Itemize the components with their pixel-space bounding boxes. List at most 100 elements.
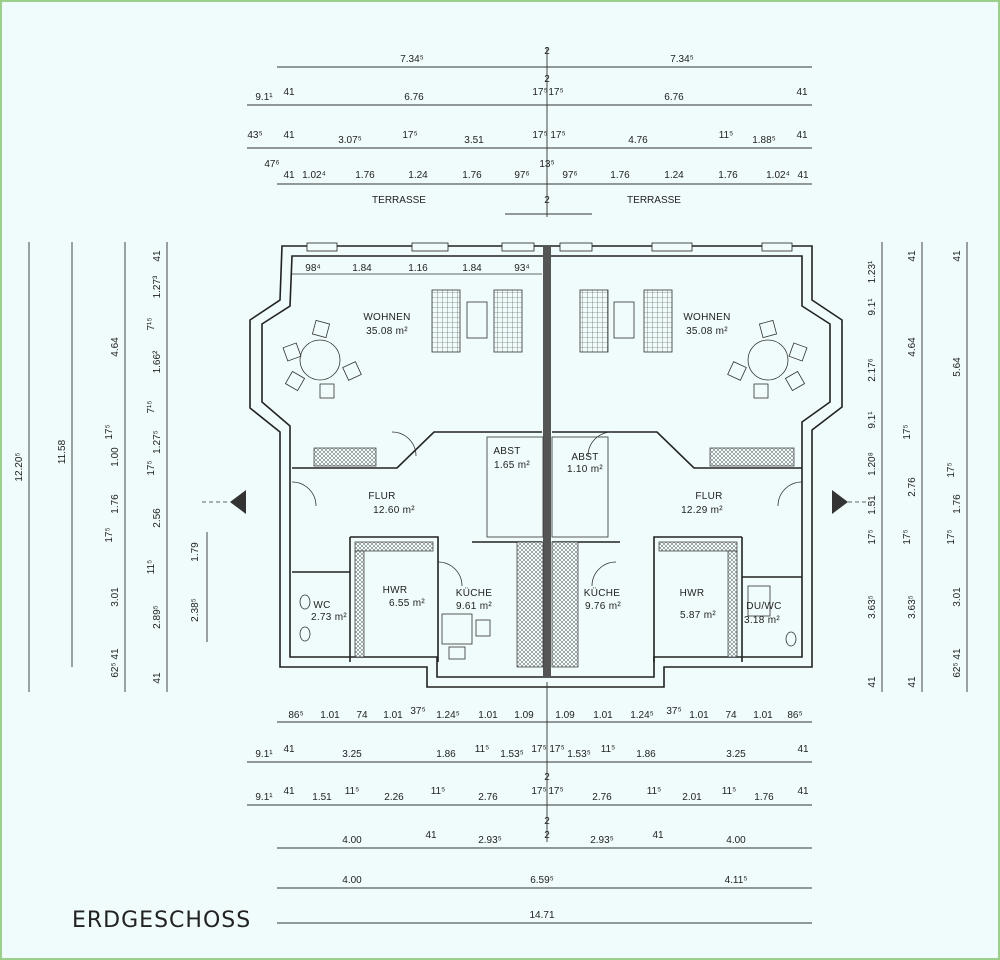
bdim-r3-6: 2.76 xyxy=(478,792,498,803)
ldim-c4-10: 41 xyxy=(152,672,163,684)
room-wc-left-area: 2.73 m² xyxy=(311,612,347,623)
room-duwc-right-area: 3.18 m² xyxy=(744,615,780,626)
bdim-r3-2: 1.51 xyxy=(312,792,332,803)
ldim-c5-1: 2.38⁵ xyxy=(190,598,201,622)
bdim-r1-14: 1.01 xyxy=(753,710,773,721)
rdim-c3-6: 62⁵ xyxy=(952,662,963,677)
dim-top-1: 7.34⁵ xyxy=(400,54,424,65)
bdim-r1-1: 1.01 xyxy=(320,710,340,721)
ldim-c4-9: 2.89⁵ xyxy=(152,605,163,629)
room-wohnen-right-area: 35.08 m² xyxy=(686,326,728,337)
rdim-c2-1: 4.64 xyxy=(907,337,918,357)
rdim-c2-6: 41 xyxy=(907,676,918,688)
bdim-r1-15: 86⁵ xyxy=(787,710,802,721)
bdim-r4-1: 41 xyxy=(425,830,437,841)
ldim-outer: 12.20⁵ xyxy=(14,452,25,481)
dim-top-4: 2 xyxy=(544,74,550,85)
ldim-c3-7: 41 xyxy=(110,648,121,660)
bdim-r1-8: 1.09 xyxy=(555,710,575,721)
inner-dim-0: 98⁴ xyxy=(305,263,320,274)
dim-r4a-1: 13⁵ xyxy=(539,159,554,170)
room-hwr-left-name: HWR xyxy=(383,585,408,596)
bdim-r1-9: 1.01 xyxy=(593,710,613,721)
dim-r2-5: 6.76 xyxy=(664,92,684,103)
bdim-r2-9: 11⁵ xyxy=(601,744,616,755)
dim-r3-5: 17⁵ xyxy=(532,130,547,141)
entrance-arrow-left xyxy=(230,490,246,514)
bdim-r4-6: 4.00 xyxy=(726,835,746,846)
terrace-axis-label: 2 xyxy=(544,195,550,206)
bdim-r1-0: 86⁵ xyxy=(288,710,303,721)
bdim-r3-1: 41 xyxy=(283,786,295,797)
round-table-right xyxy=(727,319,808,399)
dim-r2-1: 41 xyxy=(283,87,295,98)
bdim-r2-11: 3.25 xyxy=(726,749,746,760)
bdim-r1-13: 74 xyxy=(725,710,737,721)
room-wc-left-name: WC xyxy=(313,600,330,611)
bdim-r2-5: 1.53⁵ xyxy=(500,749,524,760)
rdim-c3-2: 17⁵ xyxy=(946,462,957,477)
dim-r2-4: 17⁵ xyxy=(548,87,563,98)
inner-dim-4: 93⁴ xyxy=(514,263,529,274)
outer-walls xyxy=(249,242,843,688)
dim-r3-3: 17⁵ xyxy=(402,130,417,141)
room-flur-right-name: FLUR xyxy=(695,491,722,502)
toilet-icons xyxy=(299,585,797,647)
dim-r4-2: 1.76 xyxy=(355,170,375,181)
ldim-c3-0: 4.64 xyxy=(110,337,121,357)
bdim-r1-6: 1.01 xyxy=(478,710,498,721)
bdim-r2-1: 41 xyxy=(283,744,295,755)
dim-r4-8: 1.24 xyxy=(664,170,684,181)
bdim-r1-11: 37⁵ xyxy=(666,706,681,717)
bdim-r4-2: 2.93⁵ xyxy=(478,835,502,846)
room-kuche-right-area: 9.76 m² xyxy=(585,601,621,612)
bdim-r1-4: 37⁵ xyxy=(410,706,425,717)
ldim-c4-1: 1.27³ xyxy=(152,275,163,298)
bdim-r5-2: 4.11⁵ xyxy=(725,875,748,886)
bdim-r3-4: 2.26 xyxy=(384,792,404,803)
room-kuche-left-name: KÜCHE xyxy=(456,587,493,599)
inner-dim-3: 1.84 xyxy=(462,263,482,274)
bdim-r4-3: 2 xyxy=(544,830,550,841)
dim-r4-0: 41 xyxy=(283,170,295,181)
ldim-mid: 11.58 xyxy=(57,439,68,464)
entrance-arrow-right xyxy=(832,490,848,514)
ldim-c3-3: 1.76 xyxy=(110,494,121,514)
bdim-r3-14: 41 xyxy=(797,786,809,797)
rdim-c3-1: 5.64 xyxy=(952,357,963,377)
bdim-r3-8: 17⁵ xyxy=(548,786,563,797)
ldim-c5-0: 1.79 xyxy=(190,542,201,562)
rdim-c3-4: 17⁵ xyxy=(946,529,957,544)
rdim-c2-3: 2.76 xyxy=(907,477,918,497)
ldim-c4-2: 7¹⁵ xyxy=(146,317,157,330)
bdim-r3-7: 17⁵ xyxy=(531,786,546,797)
rdim-c3-0: 41 xyxy=(952,250,963,262)
room-hwr-right-name: HWR xyxy=(680,588,705,599)
room-wohnen-left-area: 35.08 m² xyxy=(366,326,408,337)
rdim-c1-3: 9.1¹ xyxy=(867,411,878,429)
bdim-r1-2: 74 xyxy=(356,710,368,721)
bdim-r4-0: 4.00 xyxy=(342,835,362,846)
bdim-r1-10: 1.24⁵ xyxy=(630,710,654,721)
bdim-r1-7: 1.09 xyxy=(514,710,534,721)
bdim-r2-7: 17⁵ xyxy=(549,744,564,755)
rdim-c3-7: 41 xyxy=(952,648,963,660)
dim-r3-2: 3.07⁵ xyxy=(338,135,362,146)
dim-r3-4: 3.51 xyxy=(464,135,484,146)
room-flur-left-area: 12.60 m² xyxy=(373,505,415,516)
rdim-c2-5: 3.63⁵ xyxy=(907,595,918,619)
bdim-r1-12: 1.01 xyxy=(689,710,709,721)
room-kuche-right-name: KÜCHE xyxy=(584,587,621,599)
bdim-r3-12: 11⁵ xyxy=(722,786,737,797)
rdim-c1-7: 3.63⁵ xyxy=(867,595,878,619)
room-hwr-right-area: 5.87 m² xyxy=(680,610,716,621)
ldim-c3-6: 62⁵ xyxy=(110,662,121,677)
dim-r4a-0: 47⁶ xyxy=(264,159,279,170)
round-table-left xyxy=(282,319,362,399)
ldim-c4-6: 17⁵ xyxy=(146,460,157,475)
room-duwc-right-name: DU/WC xyxy=(746,601,781,612)
bdim-r2b-0: 2 xyxy=(544,772,550,783)
dim-r4-6: 97⁶ xyxy=(562,170,577,181)
